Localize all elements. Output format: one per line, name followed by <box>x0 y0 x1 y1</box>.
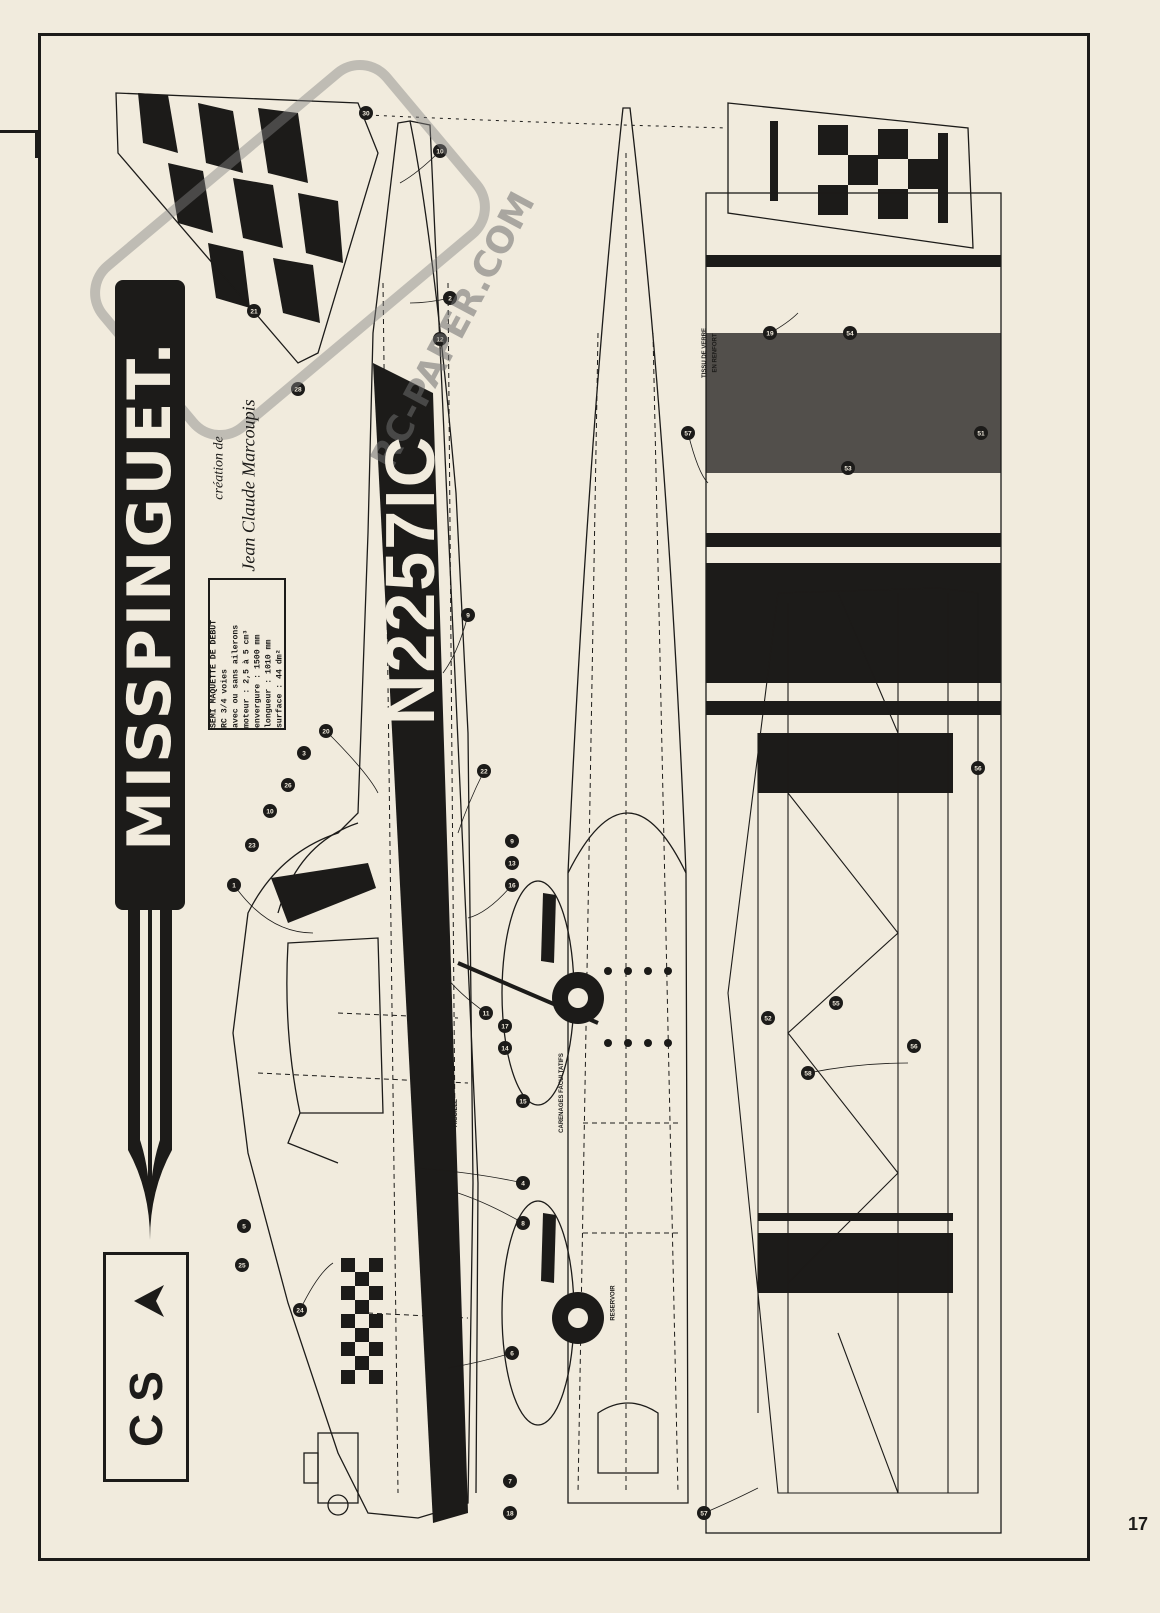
label-tissu: TISSU DE VERRE <box>702 327 709 379</box>
part-number-label: 23 <box>248 843 256 850</box>
part-number-label: 1 <box>232 883 236 890</box>
label-reservoir: RESERVOIR <box>610 1285 617 1321</box>
plan-title: MISSPINGUET. <box>115 339 185 851</box>
part-number-label: 11 <box>483 1011 490 1018</box>
part-number-label: 17 <box>501 1024 509 1031</box>
specs-line: envergure : 1500 mm <box>253 634 263 728</box>
part-number-label: 26 <box>284 783 292 790</box>
part-number-label: 8 <box>521 1221 525 1228</box>
part-number-label: 13 <box>508 861 516 868</box>
part-number-label: 57 <box>684 431 692 438</box>
title-banner-tail <box>128 910 172 1240</box>
part-number-label: 16 <box>508 883 516 890</box>
part-number-label: 12 <box>436 337 444 344</box>
fuselage-top-view <box>501 107 689 1504</box>
part-number-label: 57 <box>700 1511 708 1518</box>
author-credit: création de Jean Claude Marcoupis <box>208 380 288 572</box>
part-number-label: 10 <box>266 809 274 816</box>
part-number-label: 30 <box>362 111 370 118</box>
label-renfort: EN RENFORT <box>712 333 719 373</box>
registration-text: N2257IC <box>371 434 449 726</box>
cockpit-window <box>286 937 384 1114</box>
part-number-label: 9 <box>510 839 514 846</box>
specs-line: RC 3/4 voies <box>220 669 230 728</box>
specs-line: moteur : 2,5 à 5 cm³ <box>242 629 252 728</box>
part-number-label: 24 <box>296 1308 304 1315</box>
fin-outline <box>115 92 379 364</box>
corner-mark <box>0 130 38 158</box>
part-number-label: 56 <box>910 1044 918 1051</box>
part-number-label: 55 <box>832 1001 840 1008</box>
part-number-label: 53 <box>844 466 852 473</box>
specs-line: avec ou sans ailerons <box>231 624 241 728</box>
part-number-markers <box>227 106 988 1520</box>
part-number-label: 10 <box>436 149 444 156</box>
arrow-icon <box>134 1285 164 1317</box>
author-line1: création de <box>211 436 227 500</box>
part-number-label: 5 <box>242 1224 246 1231</box>
part-number-label: 2 <box>448 296 452 303</box>
plan-frame <box>38 33 1090 1561</box>
wing-plan <box>705 102 1002 1534</box>
part-number-label: 52 <box>764 1016 772 1023</box>
part-number-label: 28 <box>294 387 302 394</box>
part-number-label: 20 <box>322 729 330 736</box>
part-number-label: 15 <box>519 1099 527 1106</box>
part-number-label: 9 <box>466 613 470 620</box>
part-number-label: 14 <box>501 1046 509 1053</box>
part-number-label: 58 <box>804 1071 812 1078</box>
part-number-label: 18 <box>506 1511 514 1518</box>
author-line2: Jean Claude Marcoupis <box>238 399 259 572</box>
specs-line: surface : 44 dm² <box>275 649 285 728</box>
part-number-label: 51 <box>977 431 985 438</box>
part-number-label: 19 <box>766 331 774 338</box>
fin-checkerboard <box>138 93 343 323</box>
part-number-label: 21 <box>250 309 258 316</box>
page-number: 17 <box>1127 1514 1148 1534</box>
part-number-label: 7 <box>508 1479 512 1486</box>
label-carenages: CARENAGES FACULTATIFS <box>558 1053 565 1133</box>
logo-letters: CS <box>120 1359 172 1447</box>
part-number-label: 56 <box>974 766 982 773</box>
part-number-label: 25 <box>238 1263 246 1270</box>
plan-title-banner: MISSPINGUET. <box>115 280 185 910</box>
fuselage-side-outline <box>232 120 474 1519</box>
label-aiguille: AIGUILLE <box>453 1099 459 1127</box>
nose-checkerboard <box>341 1258 383 1384</box>
model-plan-drawing: 3010212282192022326102319131611171415485… <box>115 92 1002 1534</box>
part-number-label: 3 <box>302 751 306 758</box>
cs-logo: CS <box>103 1252 189 1482</box>
part-number-label: 4 <box>521 1181 525 1188</box>
part-number-label: 54 <box>846 331 854 338</box>
specs-heading: SEMI MAQUETTE DE DEBUT <box>209 619 219 728</box>
registration-number: N2257IC <box>370 435 450 725</box>
specifications-box: SEMI MAQUETTE DE DEBUT RC 3/4 voies avec… <box>208 578 286 730</box>
part-number-label: 22 <box>480 769 488 776</box>
part-number-label: 6 <box>510 1351 514 1358</box>
fuselage-stripe <box>373 363 468 1523</box>
specs-line: longueur : 1010 mm <box>264 639 274 728</box>
